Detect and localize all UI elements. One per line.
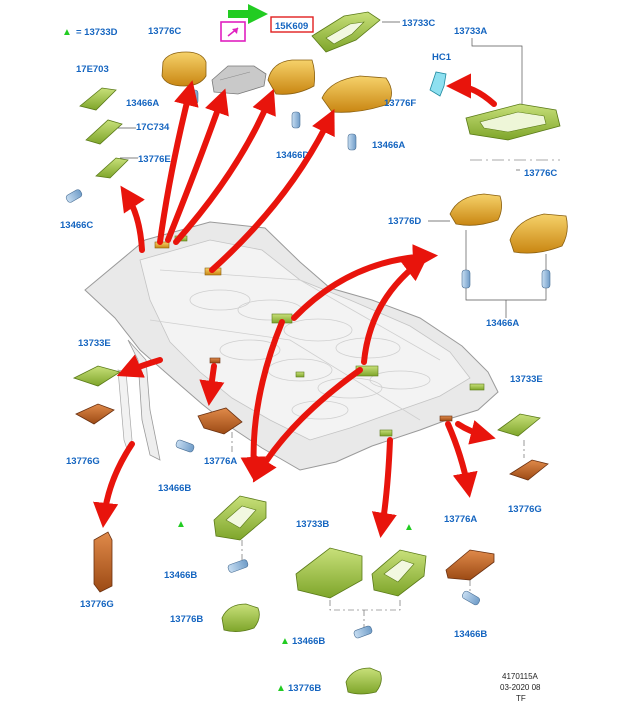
- part-13776G-left: [75, 403, 115, 425]
- label-13466B-lower: 13466B: [292, 636, 325, 647]
- label-13466C: 13466C: [60, 220, 93, 231]
- bulb-13466B-left: [175, 439, 195, 453]
- footer: 4170115A 03-2020 08 TF: [500, 672, 541, 703]
- arrow-green: [228, 4, 268, 24]
- label-13776G-left: 13776G: [66, 456, 100, 467]
- arrow-to-13776C: [157, 80, 199, 245]
- label-13733E-left: 13733E: [78, 338, 111, 349]
- part-17C734: [85, 119, 123, 145]
- label-17C734: 17C734: [136, 122, 170, 133]
- label-13776E: 13776E: [138, 154, 171, 165]
- bulb-13466B-bottom-center: [353, 625, 373, 639]
- label-13776D: 13776D: [388, 216, 421, 227]
- label-15K609: 15K609: [275, 21, 308, 32]
- footer-line1: 4170115A: [502, 672, 539, 681]
- footer-line3: TF: [516, 694, 526, 703]
- label-13733E-right: 13733E: [510, 374, 543, 385]
- triangle-icon-1: ▲: [176, 519, 186, 530]
- arrow-to-right-group-2: [361, 255, 429, 365]
- label-13733B: 13733B: [296, 519, 329, 530]
- arrow-to-13776A-right: [445, 421, 478, 498]
- part-13776B-left: [221, 603, 260, 632]
- part-13733A: [465, 103, 561, 141]
- label-13776G-right: 13776G: [508, 504, 542, 515]
- arrow-to-13733B: [371, 437, 397, 538]
- label-13733C: 13733C: [402, 18, 435, 29]
- bulb-13466A-right-lower-1: [461, 269, 471, 289]
- bulb-13466B-right: [462, 590, 480, 606]
- part-15K609: [267, 59, 316, 95]
- label-13776C-right: 13776C: [524, 168, 557, 179]
- part-HC1: [429, 71, 447, 97]
- label-13776A-right: 13776A: [444, 514, 477, 525]
- arrow-to-grey-lamp: [165, 88, 229, 243]
- part-13776C-top: [161, 51, 207, 87]
- label-13466B-right: 13466B: [454, 629, 487, 640]
- part-grey-lamp: [211, 65, 267, 95]
- part-13733E-left: [72, 365, 121, 387]
- bulb-13466D: [291, 111, 301, 129]
- bulb-13466B-bottom-left: [227, 559, 249, 573]
- part-13733D-left: [213, 495, 267, 541]
- label-13466A-top-right: 13466A: [372, 140, 405, 151]
- label-13776F: 13776F: [384, 98, 416, 109]
- arrow-to-15K609: [173, 88, 276, 245]
- label-13466B-left: 13466B: [158, 483, 191, 494]
- label-13776C-top: 13776C: [148, 26, 181, 37]
- arrow-to-left-group: [120, 185, 145, 253]
- label-17E703: 17E703: [76, 64, 109, 75]
- label-13733A: 13733A: [454, 26, 487, 37]
- part-13776E: [95, 157, 129, 179]
- label-HC1: HC1: [432, 52, 452, 63]
- red-arrows: [93, 73, 497, 538]
- part-13733D-right: [371, 549, 427, 597]
- part-13776G-right: [509, 459, 549, 481]
- label-13776B-lower: 13776B: [288, 683, 321, 694]
- label-13466B-bottom-left: 13466B: [164, 570, 197, 581]
- arrow-to-13733D-left-2: [252, 367, 363, 483]
- triangle-icon-4: ▲: [276, 683, 286, 694]
- part-17E703: [79, 87, 117, 111]
- label-13466A-right: 13466A: [486, 318, 519, 329]
- arrow-to-13733E-right: [455, 420, 496, 445]
- bulb-13466A-right-lower-2: [541, 269, 551, 289]
- label-13776G-bottom: 13776G: [80, 599, 114, 610]
- part-13733B: [295, 547, 363, 599]
- legend-text: = 13733D: [76, 27, 118, 38]
- highlight-box-red: [270, 16, 314, 33]
- triangle-icon-2: ▲: [404, 522, 414, 533]
- legend: ▲ = 13733D: [62, 27, 118, 38]
- part-13776D: [449, 193, 502, 226]
- footer-line2: 03-2020 08: [500, 683, 541, 692]
- part-13733E-right: [497, 413, 541, 437]
- part-13776A-right: [445, 549, 495, 581]
- arrow-to-13733E-left: [116, 354, 163, 378]
- bulb-13466C: [65, 189, 83, 203]
- arrow-to-13776A-left: [199, 363, 225, 407]
- label-13776A-left: 13776A: [204, 456, 237, 467]
- bulb-13466A-right: [347, 133, 357, 151]
- arrow-to-HC1: [445, 73, 497, 107]
- highlight-box-magenta: [220, 21, 246, 42]
- part-13776F: [321, 75, 392, 113]
- arrow-to-13776G-bottom: [93, 441, 135, 529]
- label-13776B-left: 13776B: [170, 614, 203, 625]
- part-13776A-left: [197, 407, 243, 435]
- arrow-to-13776F: [209, 108, 335, 273]
- label-13466A-top-left: 13466A: [126, 98, 159, 109]
- legend-triangle-icon: ▲: [62, 27, 72, 38]
- part-13776C-right: [509, 213, 568, 254]
- label-13466D: 13466D: [276, 150, 309, 161]
- triangle-icon-3: ▲: [280, 636, 290, 647]
- part-13776G-bottom: [93, 531, 113, 593]
- part-13776B-lower: [345, 667, 382, 695]
- part-13733C: [311, 11, 381, 53]
